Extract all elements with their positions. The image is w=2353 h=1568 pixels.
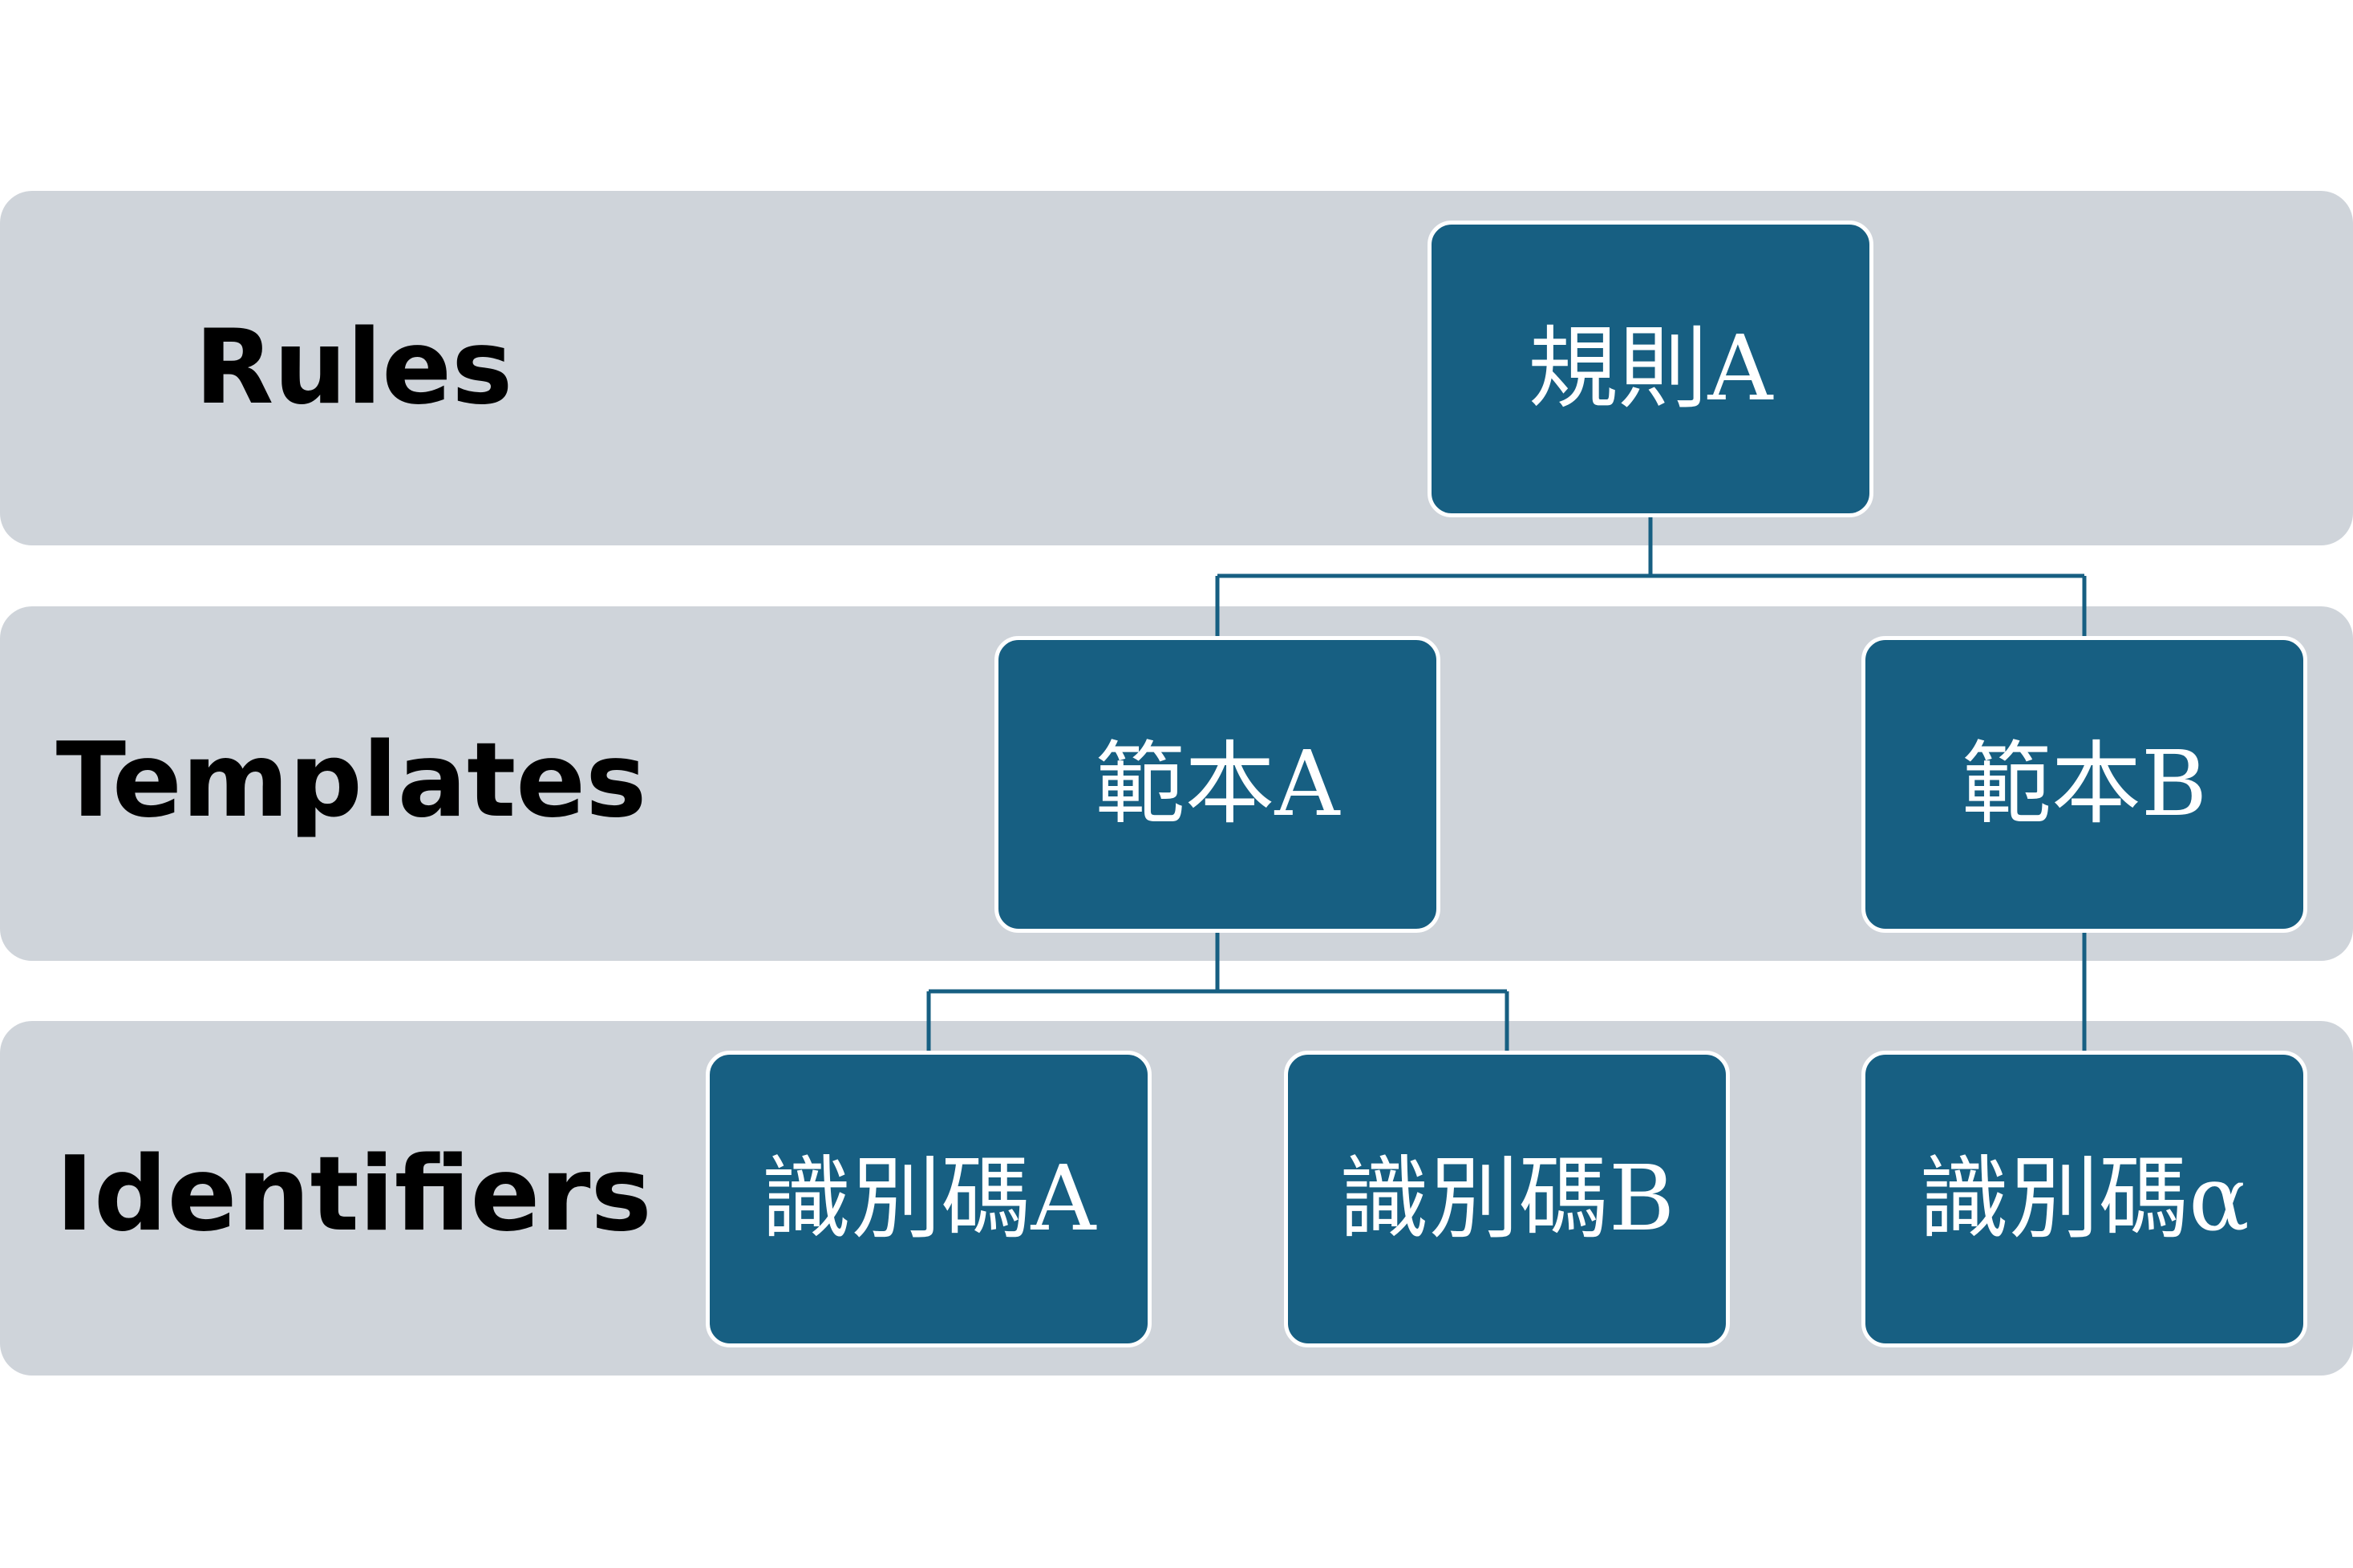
edge-rule-a-to-templates: [1215, 517, 2087, 636]
templates-label: Templates: [55, 721, 647, 841]
node-template-a-label: 範本A: [1095, 732, 1340, 837]
node-identifier-a[interactable]: 識別碼A: [706, 1051, 1152, 1347]
node-template-a[interactable]: 範本A: [994, 636, 1440, 933]
node-identifier-alpha-label: 識別碼α: [1919, 1147, 2250, 1251]
node-rule-a[interactable]: 規則A: [1428, 221, 1873, 517]
node-identifier-b[interactable]: 識別碼B: [1284, 1051, 1730, 1347]
identifiers-label: Identifiers: [55, 1135, 652, 1254]
node-rule-a-label: 規則A: [1528, 317, 1773, 421]
node-identifier-b-label: 識別碼B: [1338, 1147, 1675, 1251]
node-identifier-alpha[interactable]: 識別碼α: [1861, 1051, 2307, 1347]
rules-band: [0, 191, 2353, 545]
node-identifier-a-label: 識別碼A: [761, 1147, 1096, 1251]
node-template-b-label: 範本B: [1961, 732, 2208, 837]
edge-template-a-to-identifiers: [926, 933, 1509, 1051]
rules-label: Rules: [194, 308, 513, 427]
node-template-b[interactable]: 範本B: [1861, 636, 2307, 933]
